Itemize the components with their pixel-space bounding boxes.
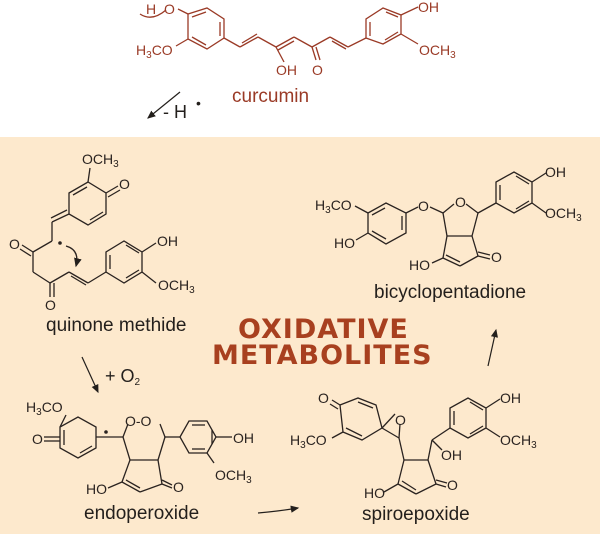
spiro-atom-h3co: H3CO	[290, 432, 327, 451]
endo-atom-och3: OCH3	[215, 467, 252, 486]
bicyclopentadione-structure	[354, 171, 547, 267]
hydrogen-loss-label: - H	[163, 102, 187, 122]
curcumin-atom-o: O	[164, 1, 175, 17]
title-line-1: OXIDATIVE	[238, 314, 409, 345]
spiro-atom-o-epoxide: O	[395, 412, 406, 428]
endo-atom-oh: OH	[233, 430, 254, 446]
spiro-atom-och3: OCH3	[500, 432, 537, 451]
qm-atom-o-quinone: O	[119, 176, 130, 192]
bicyclo-atom-o-keto: O	[491, 249, 502, 265]
spiro-atom-ho: HO	[364, 485, 385, 501]
spiroepoxide-label: spiroepoxide	[362, 504, 470, 525]
endoperoxide-structure	[44, 414, 232, 493]
endoperoxide-label: endoperoxide	[84, 503, 200, 524]
qm-atom-och3: OCH3	[158, 277, 195, 296]
oxidative-metabolites-panel	[0, 137, 600, 534]
oxygen-addition-label: + O2	[105, 366, 141, 388]
spiroepoxide-structure	[329, 397, 501, 495]
bicyclo-atom-och3: OCH3	[545, 205, 582, 224]
spiro-atom-oh-mid: OH	[441, 447, 462, 463]
bicyclo-atom-o-ether: O	[418, 198, 429, 214]
curcumin-atom-oh-enol: OH	[276, 62, 297, 78]
bicyclo-atom-h3co: H3CO	[315, 197, 352, 216]
curcumin-label: curcumin	[232, 86, 310, 107]
curcumin-atom-h: H	[146, 1, 157, 17]
spiro-atom-oh-top: OH	[500, 390, 521, 406]
endo-atom-o-keto: O	[173, 479, 184, 495]
endo-atom-ho: HO	[86, 481, 107, 497]
endo-atom-h3co: H3CO	[26, 399, 63, 418]
qm-atom-och3-top: OCH3	[82, 151, 119, 170]
curcumin-atom-o-keto: O	[312, 62, 323, 78]
curcumin-atom-oh-right: OH	[418, 0, 439, 15]
endo-atom-peroxide: O-O	[125, 413, 152, 429]
bicyclopentadione-label: bicyclopentadione	[374, 282, 527, 303]
endo-atom-o-quinone: O	[32, 431, 43, 447]
bicyclo-atom-ho: HO	[409, 257, 430, 273]
bicyclo-atom-o-ring: O	[455, 194, 466, 210]
curcumin-structure	[139, 6, 419, 63]
quinone-methide-structure	[19, 167, 157, 297]
quinone-methide-label: quinone methide	[46, 315, 187, 336]
qm-atom-oh: OH	[157, 233, 178, 249]
qm-atom-o-bottom: O	[45, 297, 56, 313]
bicyclo-atom-oh: OH	[545, 164, 566, 180]
bicyclo-atom-ho-left: HO	[334, 235, 355, 251]
spiro-atom-o-quinone: O	[318, 390, 329, 406]
curcumin-atom-h3co: H3CO	[136, 42, 173, 61]
title-line-2: METABOLITES	[212, 340, 433, 371]
qm-atom-o-left: O	[9, 236, 20, 252]
curcumin-atom-och3-right: OCH3	[419, 42, 456, 61]
radical-dot: •	[196, 95, 201, 111]
spiro-atom-o-keto: O	[447, 477, 458, 493]
